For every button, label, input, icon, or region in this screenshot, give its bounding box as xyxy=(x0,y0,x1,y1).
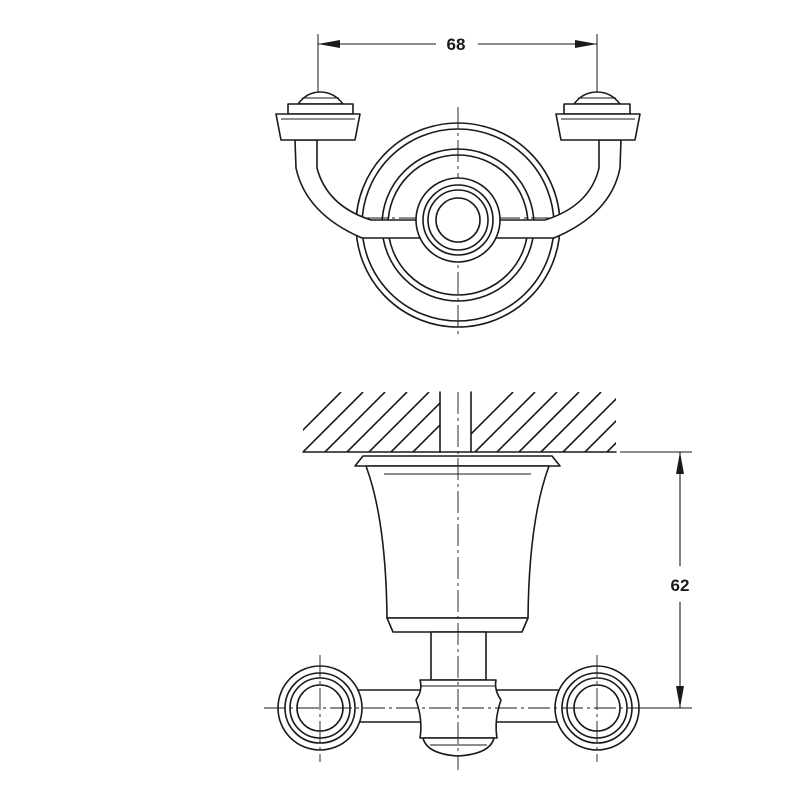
front-view: 68 xyxy=(275,34,641,338)
depth-dimension-label: 62 xyxy=(671,576,690,595)
wall-section xyxy=(302,391,617,453)
wall-mount-body xyxy=(354,455,561,633)
width-dimension: 68 xyxy=(317,34,598,108)
depth-dimension: 62 xyxy=(620,451,692,709)
center-collar xyxy=(415,679,502,757)
hook-stem xyxy=(430,631,487,681)
right-hook-finial xyxy=(555,91,641,141)
left-hook-finial xyxy=(275,91,361,141)
width-dimension-label: 68 xyxy=(447,35,466,54)
side-view: 62 xyxy=(264,391,692,770)
central-hub xyxy=(415,177,501,263)
